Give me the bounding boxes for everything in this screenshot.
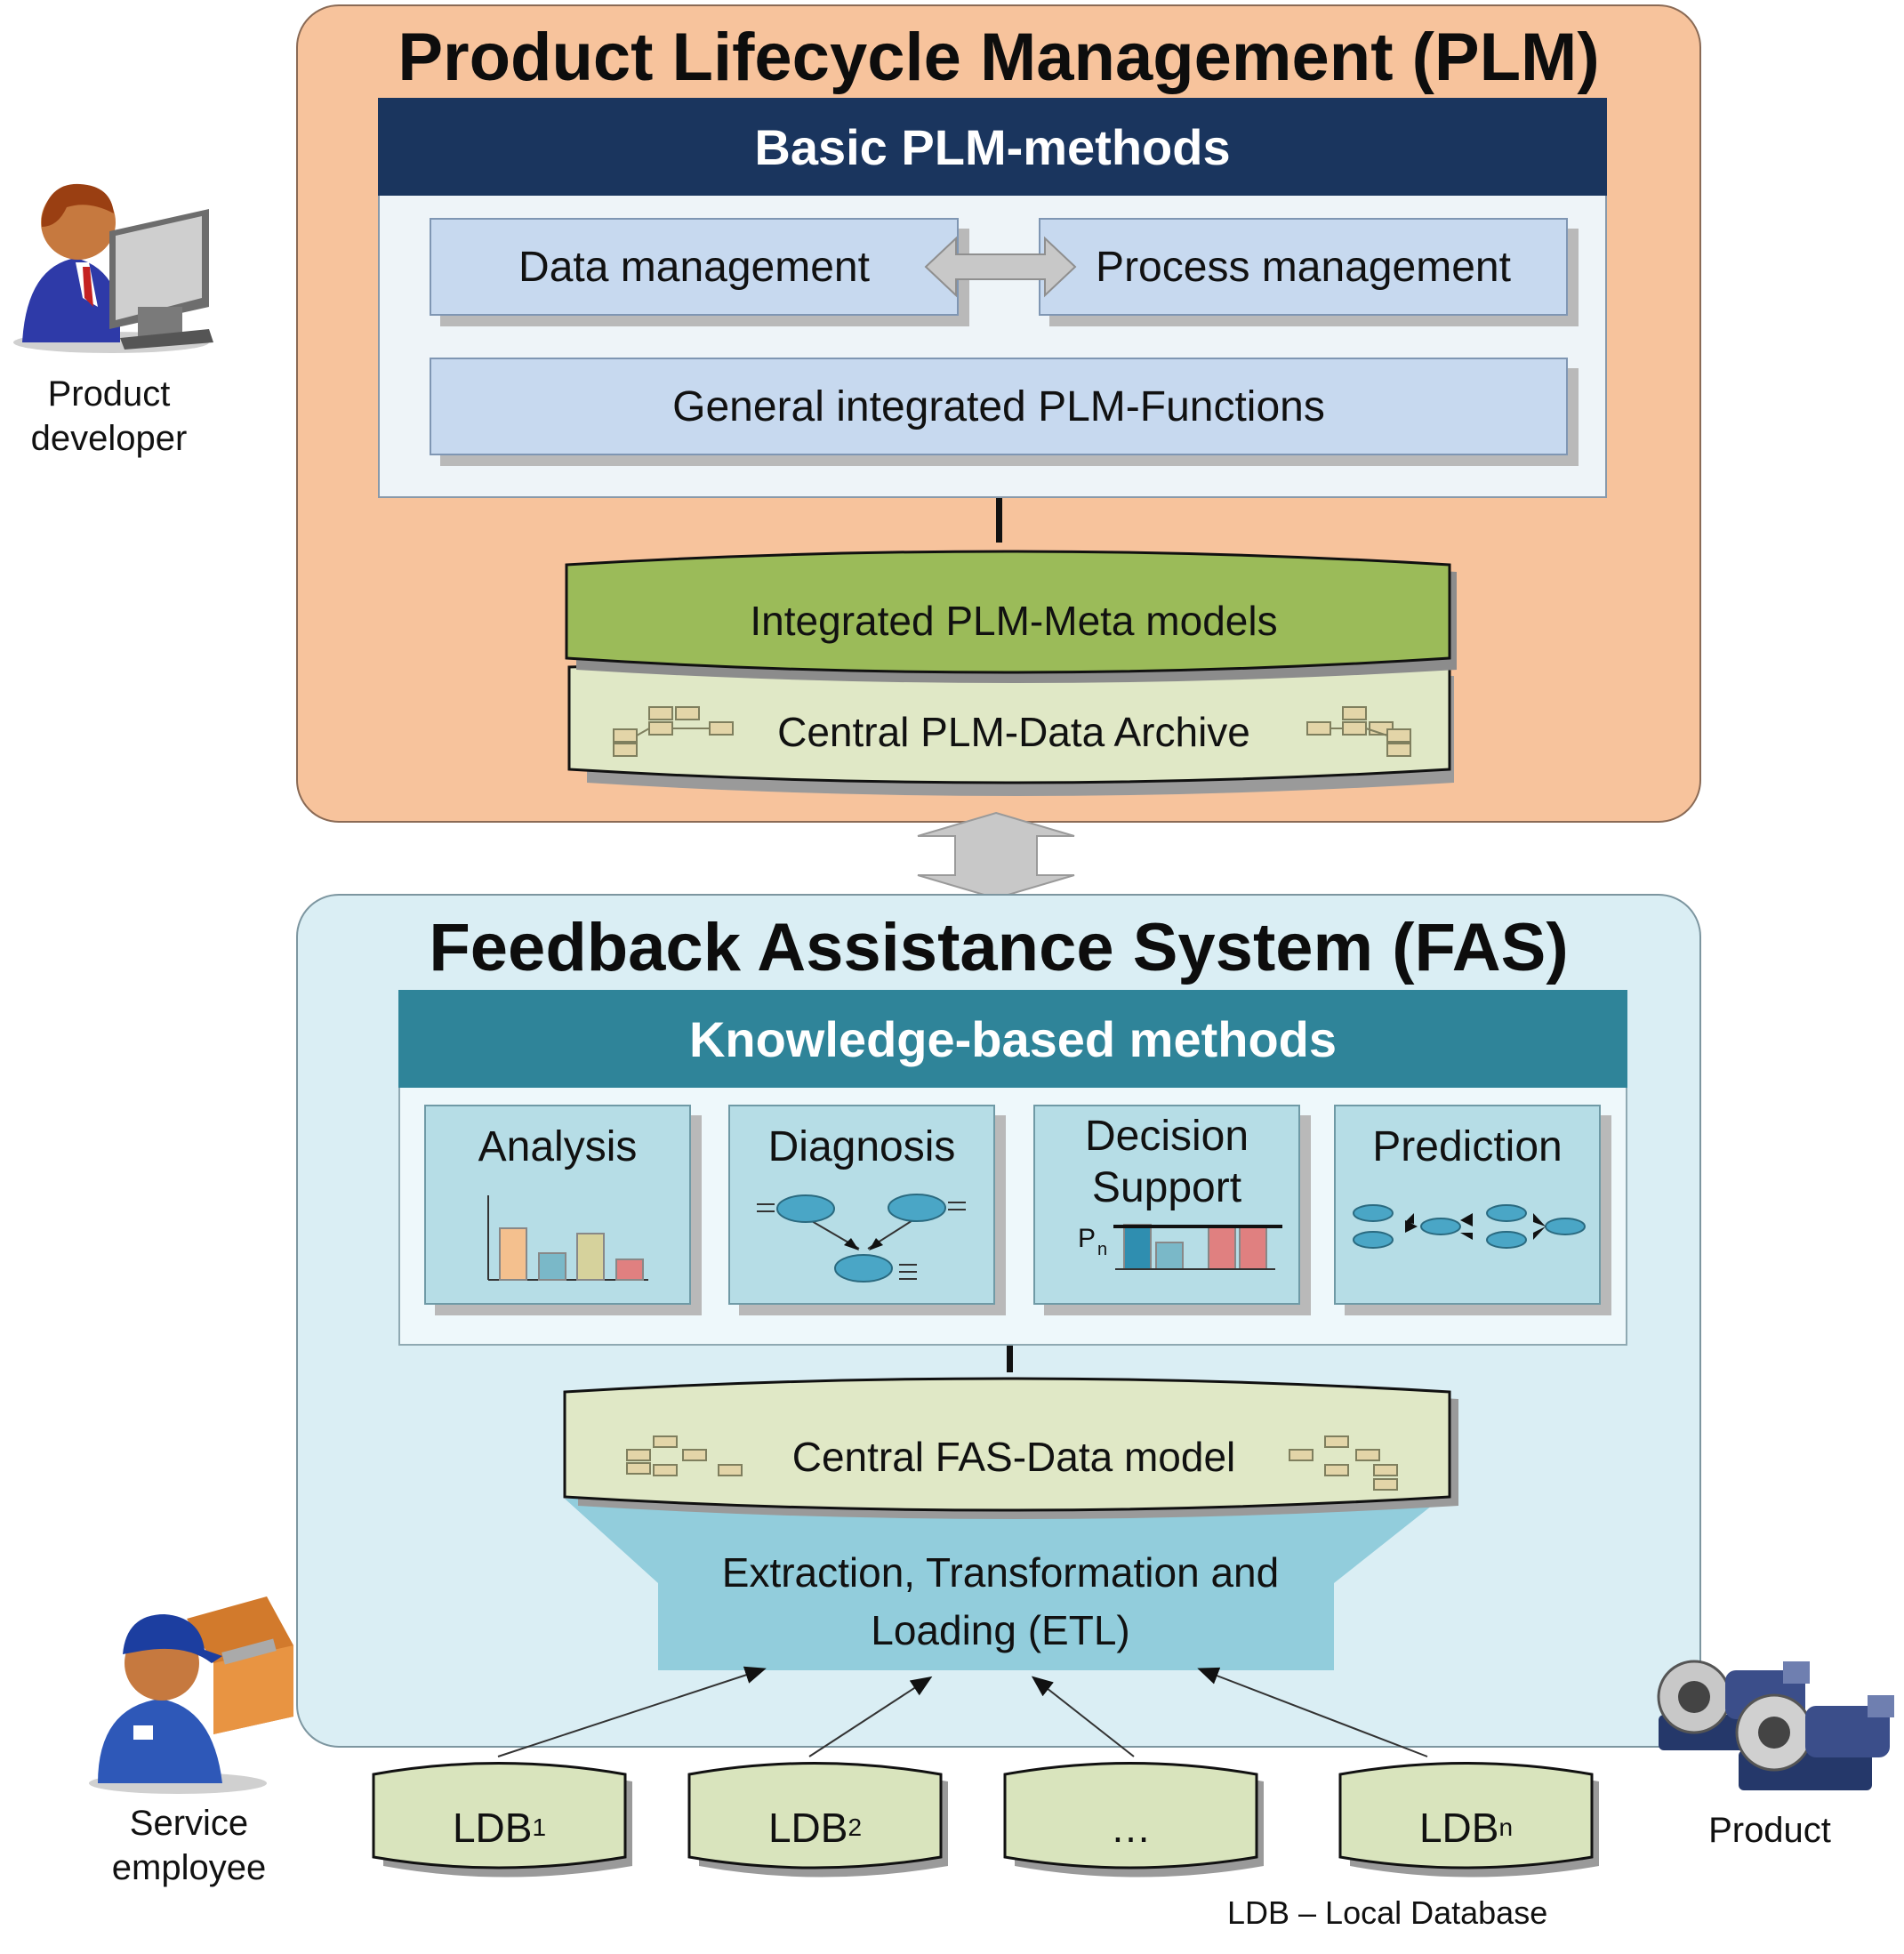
service-employee-icon [89,1596,293,1794]
pump-product-icon [1657,1660,1894,1790]
prediction-network-icon [1353,1204,1586,1249]
decision-chart-icon: P n [1078,1224,1282,1270]
archive-tree-icon [613,706,734,757]
ldb-legend: LDB – Local Database [1227,1894,1548,1931]
basic-plm-methods-header: Basic PLM-methods [378,98,1607,196]
etl-funnel [565,1499,1441,1670]
archive-tree-icon [1306,706,1411,757]
prediction-label: Prediction [1372,1122,1563,1170]
general-plm-functions-box: General integrated PLM-Functions [430,358,1568,455]
service-employee-label: Service employee [111,1804,267,1887]
ldb-2-cylinder [687,1762,948,1878]
fas-data-model-cylinder [563,1377,1458,1519]
decision-symbol-base: P [1078,1224,1096,1253]
plm-cylinder-stack [565,550,1457,796]
fas-tree-icon [1289,1435,1398,1491]
plm-title: Product Lifecycle Management (PLM) [398,20,1600,95]
ldb-ellipsis-cylinder [1003,1762,1264,1878]
plm-connector-line [996,498,1002,543]
ldb-n-cylinder [1338,1762,1599,1878]
knowledge-methods-header: Knowledge-based methods [398,990,1627,1088]
process-management-box: Process management [1039,218,1568,316]
plm-data-archive-label: Central PLM-Data Archive [777,708,1250,755]
decision-support-label: Decision Support [1084,1112,1249,1211]
product-developer-icon [13,183,213,353]
plm-meta-models-label: Integrated PLM-Meta models [750,597,1278,644]
etl-label: Extraction, Transformation and Loading (… [721,1549,1280,1653]
data-management-box: Data management [430,218,959,316]
ldb-cylinders [372,1762,1599,1878]
diagnosis-label: Diagnosis [767,1122,956,1170]
diagnosis-box: Diagnosis [728,1105,995,1305]
product-label: Product [1708,1810,1831,1850]
decision-symbol-sub: n [1097,1240,1107,1259]
ldb-ellipsis-label: … [1110,1805,1152,1851]
ldb-1-cylinder [372,1762,632,1878]
analysis-label: Analysis [478,1122,638,1170]
fas-tree-icon [626,1435,743,1476]
diagnosis-graph-icon [757,1194,966,1283]
prediction-box: Prediction [1334,1105,1601,1305]
bar-chart-icon [487,1195,648,1281]
plm-meta-models-cylinder [565,550,1451,674]
product-developer-label: Product developer [30,374,188,458]
fas-title: Feedback Assistance System (FAS) [429,909,1569,985]
analysis-box: Analysis [424,1105,691,1305]
bidirectional-arrow [924,236,1077,298]
fas-data-model-label: Central FAS-Data model [791,1433,1236,1480]
decision-support-box: Decision Support P n [1033,1105,1300,1305]
fas-connector-line [1007,1346,1013,1372]
